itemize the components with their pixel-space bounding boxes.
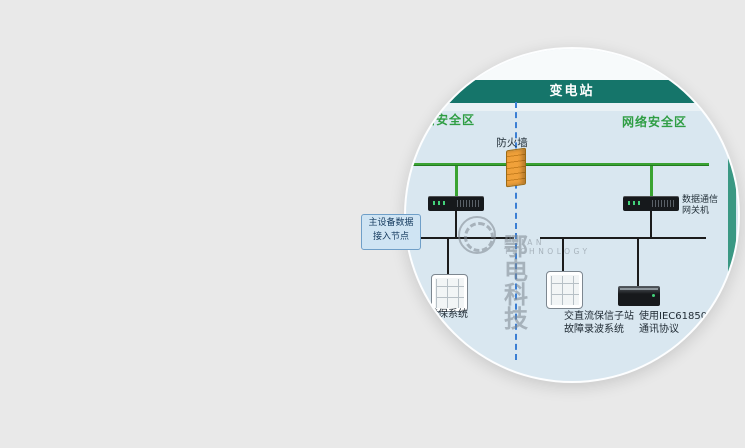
gateway-label-line2: 网关机 [682, 206, 710, 217]
connector-line [408, 237, 514, 239]
firewall-icon [506, 147, 526, 188]
zone-border-band [728, 147, 736, 295]
caption-right-system: 使用IEC61850 通讯协议 [599, 310, 707, 335]
connector-line [637, 237, 639, 287]
connector-line [540, 237, 706, 239]
zone-divider-dashed-line [515, 102, 517, 360]
firewall-label: 防火墙 [496, 137, 528, 149]
diagram-sub-strip [406, 103, 738, 111]
connector-line [455, 211, 457, 239]
substation-diagram-magnifier: 变电站 网络安全区 网络安全区 防火墙 数据通信 网关机 继保系统 交直流保信子… [404, 47, 740, 383]
network-bus-line [406, 163, 709, 166]
network-security-zone-left-label: 网络安全区 [410, 113, 476, 127]
gear-logo-icon [458, 216, 496, 254]
caption-middle-line1: 交直流保信子站 [564, 311, 634, 322]
brand-watermark: 鄂电科技 EDIAN TECHNOLOGY [458, 209, 673, 331]
caption-middle-line2: 故障录波系统 [564, 324, 624, 335]
relay-device-icon-left [431, 274, 468, 312]
caption-left-system: 继保系统 [428, 309, 468, 320]
recorder-device-icon [618, 286, 660, 306]
connector-line [562, 237, 564, 273]
caption-middle-system: 交直流保信子站 故障录波系统 [524, 310, 634, 335]
relay-device-icon-middle [546, 271, 583, 309]
gateway-label: 数据通信 网关机 [682, 195, 722, 216]
node-box-line2: 接入节点 [372, 231, 409, 242]
diagram-top-strip [406, 49, 738, 80]
connector-line [447, 237, 449, 275]
network-security-zone-right-label: 网络安全区 [622, 115, 688, 129]
bus-drop-line-right [650, 166, 653, 197]
bus-drop-line-left [455, 166, 458, 197]
caption-right-line2: 通讯协议 [639, 324, 679, 335]
connector-line [650, 211, 652, 239]
main-device-data-node-box: 主设备数据 接入节点 [361, 214, 421, 250]
node-box-line1: 主设备数据 [368, 218, 414, 228]
caption-right-line1: 使用IEC61850 [639, 311, 708, 322]
network-switch-icon-right [623, 196, 679, 211]
network-switch-icon-left [428, 196, 484, 211]
gateway-label-line1: 数据通信 [682, 195, 719, 205]
substation-header: 变电站 [406, 80, 738, 103]
